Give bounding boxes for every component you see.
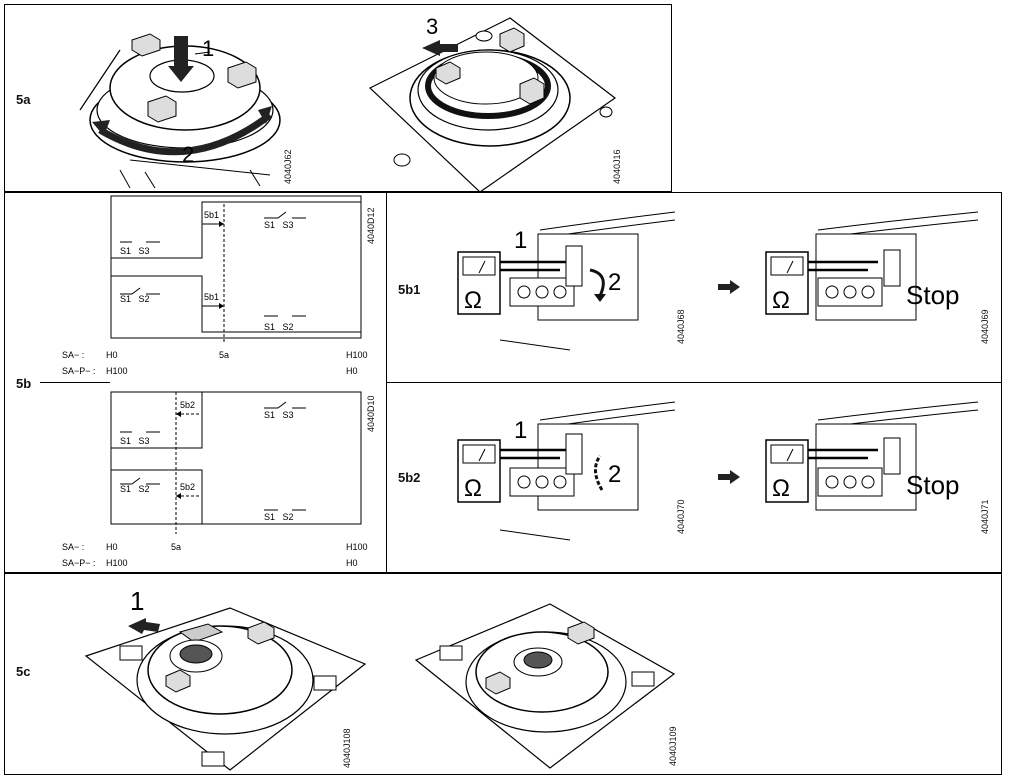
stop-label: Stop	[906, 280, 960, 310]
label-upper-left: S1 S3	[120, 246, 150, 256]
axis-h100: H100	[346, 542, 368, 552]
switch-diagram-5b2: S1 S3 S1 S2 S1 S3 S1 S2 5b2 5b2 SA− : SA…	[62, 391, 368, 568]
figure-code-5b2-left: 4040J70	[676, 499, 686, 534]
stop-label: Stop	[906, 470, 960, 500]
number-2: 2	[608, 461, 621, 488]
figure-code-5c-right: 4040J109	[668, 726, 678, 766]
axis-h0: H0	[106, 350, 118, 360]
step-label-5b2: 5b2	[398, 470, 421, 485]
ohm-symbol: Ω	[464, 287, 482, 314]
figure-code-5b2-right: 4040J71	[980, 499, 990, 534]
arrow-label-upper: 5b1	[204, 210, 219, 220]
number-2: 2	[608, 269, 621, 296]
row-label-5a: 5a	[16, 92, 31, 107]
label-lower-right: S1 S2	[264, 322, 294, 332]
arrow-5b2	[718, 470, 740, 484]
arrow-label-lower: 5b1	[204, 292, 219, 302]
axis-sap-label: SA−P− :	[62, 366, 96, 376]
actuator-top-view-right	[414, 603, 676, 769]
row-5a-frame	[4, 4, 672, 192]
ohm-symbol: Ω	[772, 287, 790, 314]
figure-code-5c-left: 4040J108	[342, 728, 352, 768]
axis-sa-label: SA− :	[62, 542, 84, 552]
figure-code-diagram-top: 4040D12	[366, 207, 376, 244]
figure-code-5b1-right: 4040J69	[980, 309, 990, 344]
number-1: 1	[514, 227, 527, 254]
step-2-number: 2	[182, 142, 194, 167]
label-lower-right: S1 S2	[264, 512, 294, 522]
figure-code-diagram-bottom: 4040D10	[366, 395, 376, 432]
step-1-number: 1	[130, 586, 144, 616]
label-upper-right: S1 S3	[264, 410, 294, 420]
axis-h100: H100	[346, 350, 368, 360]
arrow-5b1	[718, 280, 740, 294]
axis-h0-b: H100	[106, 366, 128, 376]
arrow-label-lower: 5b2	[180, 482, 195, 492]
actuator-top-view-left: 1	[84, 586, 367, 771]
row-label-5b: 5b	[16, 376, 32, 391]
step-3-number: 3	[426, 14, 438, 39]
figure-code-5a-left: 4040J62	[283, 149, 293, 184]
label-lower-left: S1 S2	[120, 484, 150, 494]
axis-h100-b: H0	[346, 558, 358, 568]
row-5b-leader-line	[40, 382, 110, 383]
switch-diagram-5b1: S1 S3 S1 S2 S1 S3 S1 S2 5b1 5b1 SA− : SA…	[62, 195, 368, 376]
actuator-cover-removal-illustration: 3	[368, 14, 617, 192]
row-label-5c: 5c	[16, 664, 31, 679]
actuator-cover-press-illustration: 1 2	[79, 33, 281, 189]
figure-code-5a-right: 4040J16	[612, 149, 622, 184]
label-upper-right: S1 S3	[264, 220, 294, 230]
axis-mid: 5a	[171, 542, 181, 552]
axis-sa-label: SA− :	[62, 350, 84, 360]
ohm-symbol: Ω	[464, 475, 482, 502]
arrow-label-upper: 5b2	[180, 400, 195, 410]
terminal-ohmmeter-5b2-left: Ω 1 2	[457, 401, 676, 541]
label-upper-left: S1 S3	[120, 436, 150, 446]
row-5c-frame	[4, 573, 1002, 775]
ohm-symbol: Ω	[772, 475, 790, 502]
axis-mid: 5a	[219, 350, 229, 360]
figure-code-5b1-left: 4040J68	[676, 309, 686, 344]
step-1-number: 1	[202, 36, 214, 61]
label-lower-left: S1 S2	[120, 294, 150, 304]
terminal-ohmmeter-5b1-left: Ω 1 2	[457, 211, 676, 351]
axis-h100-b: H0	[346, 366, 358, 376]
axis-h0: H0	[106, 542, 118, 552]
divider-5b-mid	[386, 382, 1002, 383]
terminal-ohmmeter-5b1-right: Ω Stop	[765, 211, 979, 321]
axis-h0-b: H100	[106, 558, 128, 568]
number-1: 1	[514, 417, 527, 444]
axis-sap-label: SA−P− :	[62, 558, 96, 568]
step-label-5b1: 5b1	[398, 282, 421, 297]
terminal-ohmmeter-5b2-right: Ω Stop	[765, 401, 979, 511]
